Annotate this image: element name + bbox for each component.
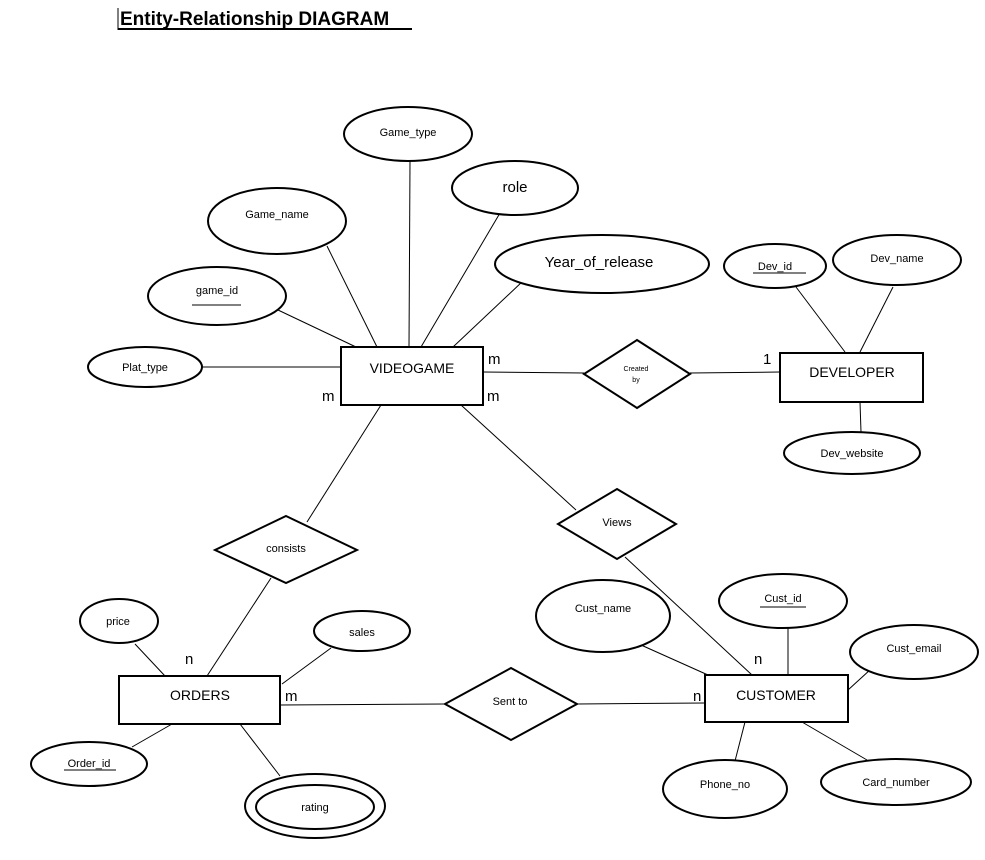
attribute-cust-email: Cust_email	[849, 624, 979, 680]
relationship-consists-label: consists	[266, 543, 306, 555]
entity-customer: CUSTOMER	[704, 674, 849, 723]
attribute-plat-type-label: Plat_type	[122, 362, 168, 374]
attribute-role-label: role	[502, 179, 527, 196]
attribute-card-number-label: Card_number	[862, 777, 930, 789]
entity-orders: ORDERS	[118, 675, 281, 725]
attribute-cust-email-label: Cust_email	[886, 643, 941, 655]
attribute-sales-label: sales	[349, 627, 375, 639]
attribute-phone-no: Phone_no	[662, 759, 788, 819]
entity-orders-label: ORDERS	[170, 687, 230, 703]
cardinality-videogame-consists: m	[322, 388, 335, 405]
entity-customer-label: CUSTOMER	[736, 687, 816, 703]
relationship-sent-to: Sent to	[442, 666, 580, 742]
attribute-rating: rating	[244, 773, 386, 839]
attribute-dev-id-label: Dev_id	[758, 261, 792, 273]
attribute-role: role	[451, 160, 579, 216]
attribute-cust-name-label: Cust_name	[575, 603, 631, 615]
attribute-card-number: Card_number	[820, 758, 972, 806]
entity-developer: DEVELOPER	[779, 352, 924, 403]
relationship-created-by-label-1: Created	[624, 366, 649, 373]
attribute-phone-no-label: Phone_no	[700, 779, 750, 791]
attribute-game-type: Game_type	[343, 106, 473, 162]
entity-developer-label: DEVELOPER	[809, 364, 895, 380]
cardinality-orders-sent: m	[285, 688, 298, 705]
attribute-dev-name: Dev_name	[832, 234, 962, 286]
attribute-price-label: price	[106, 616, 130, 628]
attribute-cust-id: Cust_id	[718, 573, 848, 629]
attribute-dev-website-label: Dev_website	[821, 448, 884, 460]
attribute-game-name: Game_name	[207, 187, 347, 255]
attribute-year-of-release-label: Year_of_release	[545, 254, 654, 271]
cardinality-videogame-created: m	[488, 351, 501, 368]
cardinality-developer-created: 1	[763, 351, 771, 368]
attribute-game-id-label: game_id	[196, 285, 238, 297]
attribute-dev-id: Dev_id	[723, 243, 827, 289]
relationship-views: Views	[556, 487, 678, 561]
relationship-consists: consists	[212, 514, 360, 585]
attribute-dev-website: Dev_website	[783, 431, 921, 475]
cardinality-customer-sent: n	[693, 688, 701, 705]
attribute-year-of-release: Year_of_release	[494, 234, 710, 294]
attribute-order-id-label: Order_id	[68, 758, 111, 770]
attribute-plat-type: Plat_type	[87, 346, 203, 388]
cardinality-orders-consists: n	[185, 651, 193, 668]
cardinality-customer-views: n	[754, 651, 762, 668]
relationship-sent-to-label: Sent to	[493, 696, 528, 708]
relationship-views-label: Views	[602, 517, 632, 529]
entity-videogame: VIDEOGAME	[340, 346, 484, 406]
entity-videogame-label: VIDEOGAME	[370, 360, 455, 376]
relationship-created-by: Created by	[582, 338, 692, 410]
attribute-game-name-label: Game_name	[245, 209, 309, 221]
attribute-game-id: game_id	[147, 266, 287, 326]
diagram-title: Entity-Relationship DIAGRAM	[120, 9, 389, 30]
connector-lines	[131, 160, 894, 777]
attribute-sales: sales	[313, 610, 411, 652]
attribute-cust-name: Cust_name	[535, 579, 671, 653]
attribute-dev-name-label: Dev_name	[870, 253, 923, 265]
attribute-price: price	[79, 598, 159, 644]
relationship-created-by-label-2: by	[632, 377, 640, 384]
attribute-rating-label: rating	[301, 802, 329, 814]
attribute-order-id: Order_id	[30, 741, 148, 787]
attribute-cust-id-label: Cust_id	[764, 593, 801, 605]
attribute-game-type-label: Game_type	[380, 127, 437, 139]
cardinality-videogame-views: m	[487, 388, 500, 405]
